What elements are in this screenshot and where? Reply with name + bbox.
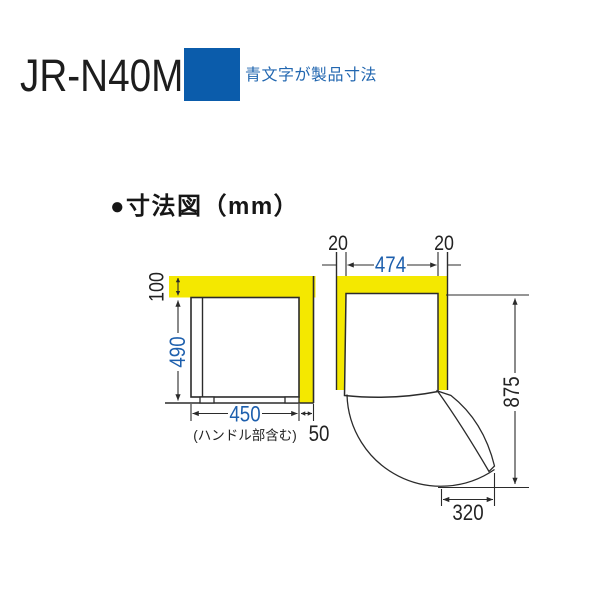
dim-320-label: 320 — [452, 502, 483, 526]
extension-lines-bottom — [190, 404, 315, 421]
rear-clearance-band-top — [336, 276, 448, 293]
dim-50-label: 50 — [309, 423, 330, 447]
door-swing-arc — [346, 394, 495, 487]
blue-legend-swatch — [184, 48, 240, 101]
dim-875-reference-lines — [438, 294, 529, 489]
rear-foot — [284, 396, 300, 404]
dim-474-label: 474 — [375, 254, 406, 278]
dim-875-label: 875 — [501, 376, 525, 407]
top-view-diagram: 20 20 474 875 320 — [322, 232, 529, 526]
dim-490-label: 490 — [167, 336, 191, 367]
dim-450-label: 450 — [229, 403, 260, 427]
dim-20-right-label: 20 — [434, 232, 454, 256]
rear-clearance-band — [299, 276, 314, 403]
fridge-body-side — [190, 296, 300, 398]
side-view-diagram: 100 490 450 (ハンドル部含む) 50 — [145, 272, 329, 446]
left-clearance-band — [336, 276, 346, 390]
dim-20-left-label: 20 — [328, 232, 348, 256]
front-foot — [199, 396, 215, 404]
handle-note-label: (ハンドル部含む) — [193, 428, 297, 443]
open-door — [435, 389, 496, 473]
extension-lines-door — [440, 473, 496, 506]
legend-text: 青文字が製品寸法 — [245, 67, 378, 84]
extension-lines-top — [345, 252, 439, 276]
section-heading: ●寸法図（mm） — [110, 193, 300, 220]
top-clearance-band — [169, 276, 316, 298]
model-number-title: JR-N40M — [20, 50, 184, 101]
right-clearance-band — [438, 276, 448, 390]
dim-100-label: 100 — [145, 272, 169, 302]
fridge-body-top — [343, 292, 439, 399]
